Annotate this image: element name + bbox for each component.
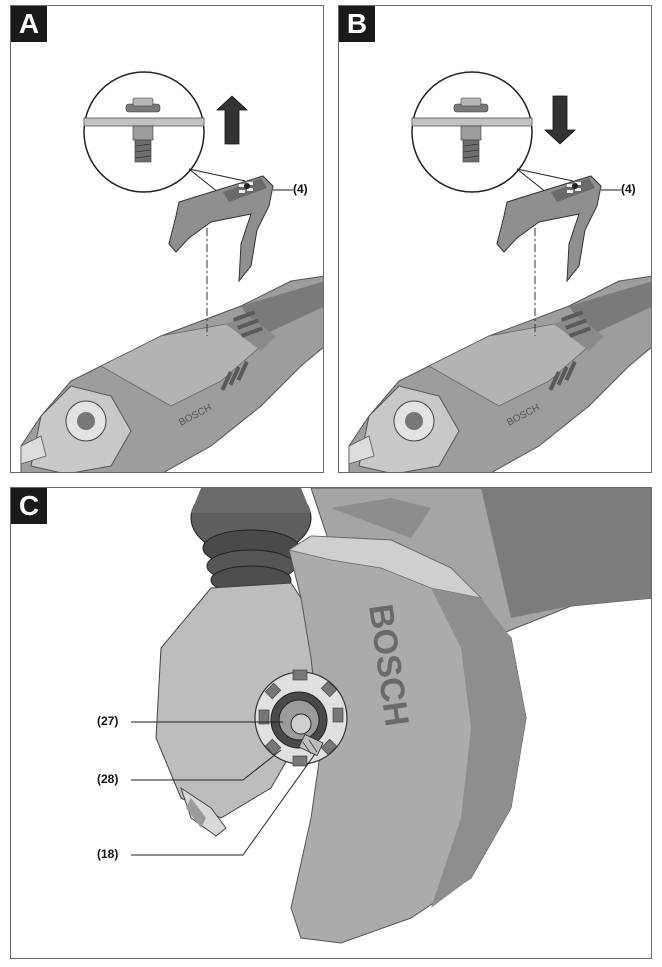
callout-label-4: (4) [621,182,636,196]
auxiliary-handle [190,488,312,595]
grinder-illustration-a: BOSCH [20,71,323,472]
arrow-down-icon [543,95,577,145]
wheel-guard: BOSCH [287,535,527,944]
figure-panel-c: C BOSCH [10,487,652,959]
figure-panel-b: B BOSCH [338,5,652,473]
grinder-illustration-b: BOSCH [348,71,651,472]
guard-insert-part [168,175,293,283]
detail-magnifier [83,71,246,202]
grinder-closeup-illustration: BOSCH [131,488,651,944]
callout-label-27: (27) [97,714,119,728]
panel-label-c: C [11,488,47,524]
grinder-housing [310,488,651,649]
figure-panel-a: A BOSCH [10,5,324,473]
arrow-up-icon [215,95,249,145]
panel-label-b: B [339,6,375,42]
guard-insert-part [496,175,621,283]
callout-label-18: (18) [97,847,119,861]
grinder-body: BOSCH [20,275,323,472]
callout-label-28: (28) [97,772,119,786]
panel-label-a: A [11,6,47,42]
detail-magnifier [411,71,574,202]
spindle-assembly [254,669,348,767]
grinder-body: BOSCH [348,275,651,472]
callout-leaders [131,721,316,856]
callout-label-4: (4) [293,182,308,196]
